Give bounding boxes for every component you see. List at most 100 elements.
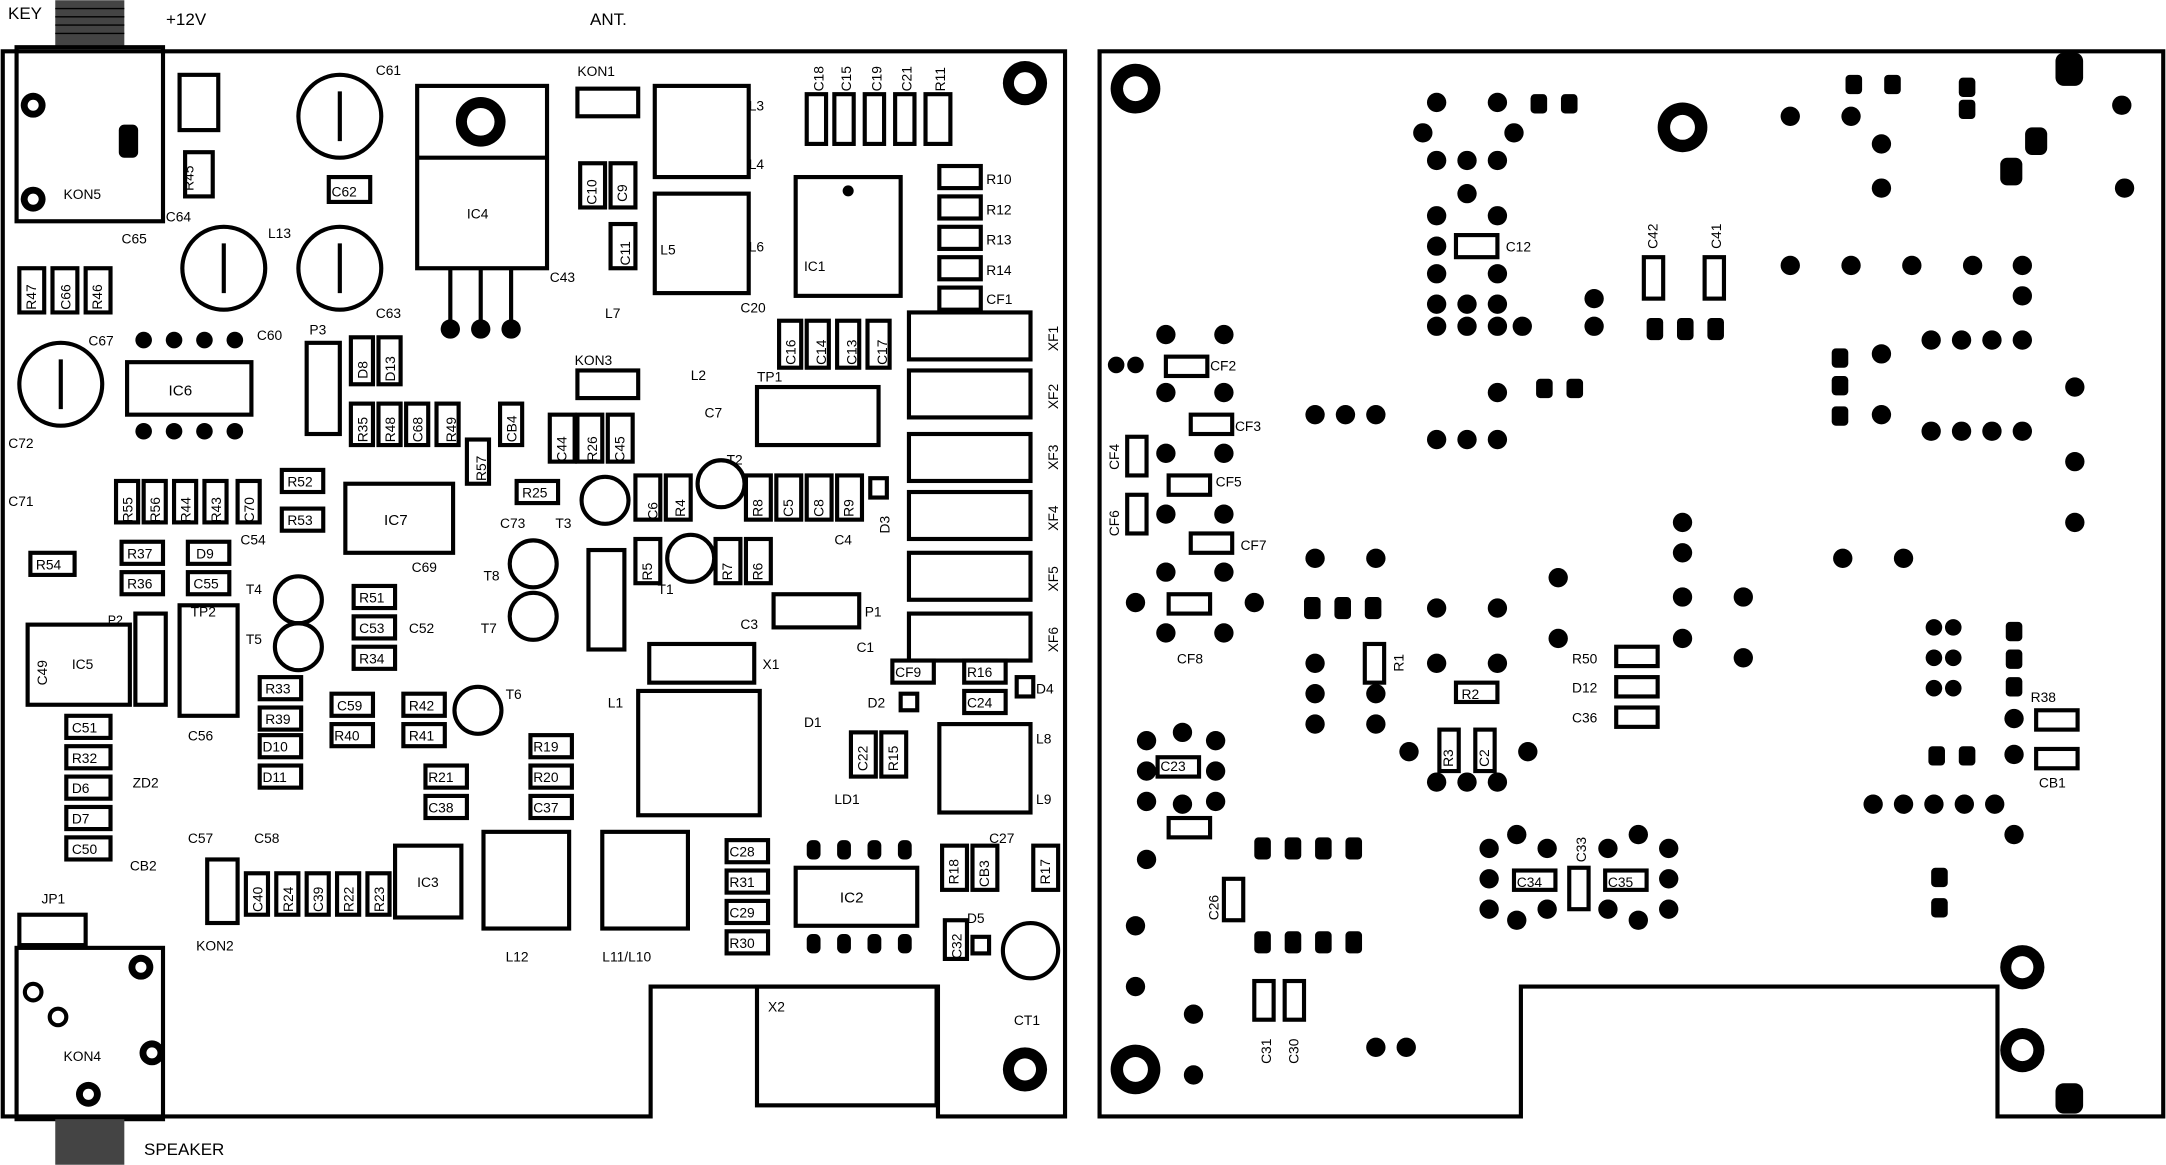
component-label-c5: C5 — [780, 499, 796, 517]
component-label-ic7: IC7 — [384, 512, 408, 529]
ic3-body — [393, 843, 464, 920]
component-label-c39: C39 — [310, 886, 326, 912]
component-label-xf2: XF2 — [1045, 384, 1061, 409]
component-label-r42: R42 — [409, 697, 434, 713]
component-label-c2: C2 — [1476, 749, 1492, 767]
component-label-t1: T1 — [658, 581, 674, 597]
component-label-kon5: KON5 — [64, 186, 102, 202]
left-board — [0, 0, 1068, 1165]
smd-parts — [17, 92, 1061, 961]
component-label-tp2: TP2 — [191, 603, 216, 619]
component-label-cf3: CF3 — [1235, 418, 1261, 434]
component-label-c66: C66 — [57, 284, 73, 310]
component-label-x2: X2 — [768, 998, 785, 1014]
component-label-jp1: JP1 — [41, 891, 65, 907]
component-label-r5: R5 — [639, 562, 655, 580]
component-label-l9: L9 — [1036, 791, 1052, 807]
component-label-l3: L3 — [749, 98, 765, 114]
component-label-r44: R44 — [178, 497, 194, 523]
component-label-t8: T8 — [483, 567, 499, 583]
component-label-c30: C30 — [1285, 1038, 1301, 1064]
component-label-c73: C73 — [500, 515, 526, 531]
component-label-l2: L2 — [691, 367, 706, 383]
tp2-box — [177, 603, 240, 718]
component-label-r26: R26 — [584, 436, 600, 462]
component-label-c68: C68 — [410, 417, 426, 443]
component-label-cb2: CB2 — [130, 858, 157, 874]
component-label-r7: R7 — [719, 563, 735, 581]
component-label-d2: D2 — [868, 695, 886, 711]
x2-crystal — [754, 984, 939, 1108]
component-label-c51: C51 — [72, 719, 97, 735]
component-label-c35: C35 — [1608, 874, 1634, 890]
component-label-r46: R46 — [89, 284, 105, 310]
component-label-c61: C61 — [376, 62, 401, 78]
component-label-l1: L1 — [608, 695, 623, 711]
component-label-c3: C3 — [740, 616, 758, 632]
component-label-t7: T7 — [481, 620, 497, 636]
coils — [481, 83, 1033, 931]
component-label-c29: C29 — [729, 904, 755, 920]
kon1-header — [575, 86, 641, 119]
component-label-cf2: CF2 — [1210, 357, 1236, 373]
component-label-d8: D8 — [354, 361, 370, 379]
component-label-c26: C26 — [1205, 895, 1221, 921]
component-label-xf5: XF5 — [1045, 566, 1061, 592]
component-label-kon2: KON2 — [196, 938, 234, 954]
component-label-r24: R24 — [280, 886, 296, 912]
component-label-l11-l10: L11/L10 — [602, 949, 651, 965]
component-label-c28: C28 — [729, 844, 755, 860]
component-label-r2: R2 — [1461, 686, 1479, 702]
component-label-t3: T3 — [555, 515, 571, 531]
component-label-c60: C60 — [257, 327, 283, 343]
component-label-r1: R1 — [1390, 654, 1406, 672]
component-label-c11: C11 — [617, 241, 633, 265]
component-label-r54: R54 — [36, 556, 62, 572]
component-label-c16: C16 — [783, 339, 799, 365]
component-label-r13: R13 — [986, 232, 1012, 248]
component-label-r22: R22 — [341, 887, 357, 912]
component-label-ct1: CT1 — [1014, 1012, 1040, 1028]
component-label-cf7: CF7 — [1240, 537, 1266, 553]
component-label-c50: C50 — [72, 841, 98, 857]
component-label-c19: C19 — [868, 66, 884, 92]
component-label-t6: T6 — [506, 686, 522, 702]
component-label-l4: L4 — [749, 156, 765, 172]
component-label-d5: D5 — [967, 910, 985, 926]
component-label-t5: T5 — [246, 631, 262, 647]
component-label-r43: R43 — [208, 497, 224, 523]
component-label-c71: C71 — [8, 493, 33, 509]
component-label-c10: C10 — [584, 179, 600, 205]
component-label-c1: C1 — [856, 639, 874, 655]
component-label-r16: R16 — [967, 664, 993, 680]
component-label-r20: R20 — [533, 769, 559, 785]
crystal-filters — [906, 310, 1033, 663]
component-label-c13: C13 — [843, 339, 859, 365]
component-label-c23: C23 — [1160, 758, 1186, 774]
p3-header — [304, 340, 342, 437]
component-label-r3: R3 — [1440, 749, 1456, 767]
speaker-label: SPEAKER — [144, 1140, 225, 1159]
component-label-l13: L13 — [268, 225, 291, 241]
component-label-cf9: CF9 — [895, 664, 921, 680]
jp1-header — [17, 912, 88, 948]
component-label-x1: X1 — [763, 656, 780, 672]
ic6-body — [125, 360, 254, 417]
component-label-zd2: ZD2 — [133, 775, 159, 791]
component-label-xf4: XF4 — [1045, 505, 1061, 531]
right-board — [1097, 49, 2166, 1119]
speaker-jack-body — [55, 1119, 125, 1165]
component-label-r53: R53 — [287, 512, 313, 528]
component-label-r32: R32 — [72, 750, 97, 766]
component-label-c33: C33 — [1573, 837, 1589, 863]
component-label-l5: L5 — [660, 241, 676, 257]
tp1-box — [754, 384, 881, 448]
component-label-r51: R51 — [359, 590, 384, 606]
component-label-p2: P2 — [108, 614, 123, 628]
component-label-l12: L12 — [506, 949, 529, 965]
component-label-r9: R9 — [841, 499, 857, 517]
component-label-c22: C22 — [855, 746, 871, 771]
component-label-c62: C62 — [332, 183, 357, 199]
component-label-ic3: IC3 — [417, 874, 439, 890]
